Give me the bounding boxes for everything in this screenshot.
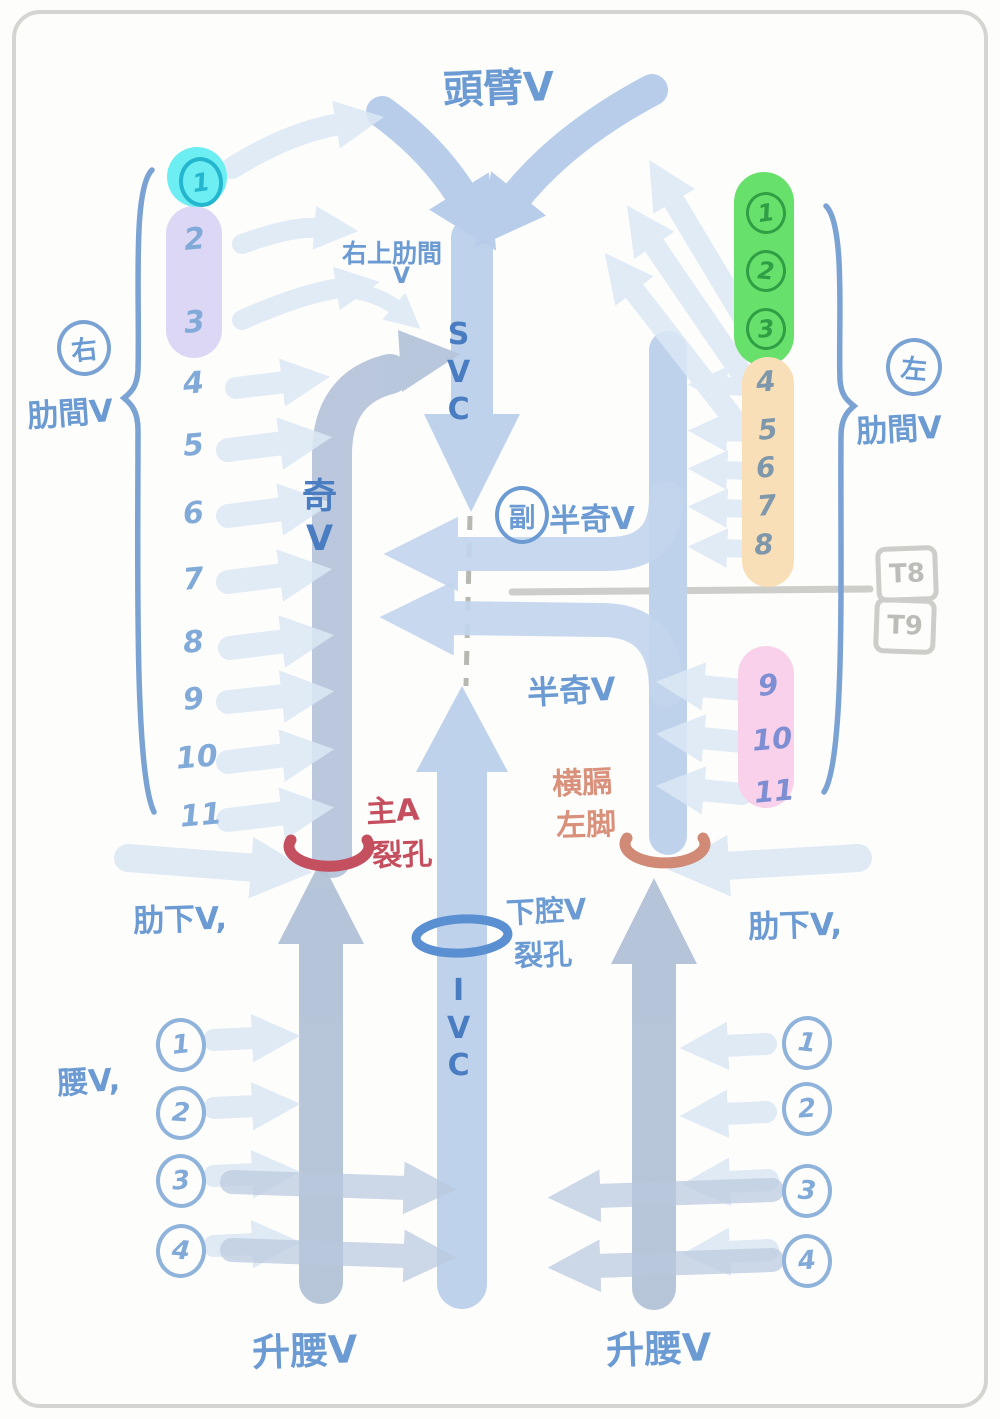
left-intercostal-brace [821, 203, 859, 795]
t9-vertebra-label: T9 [873, 596, 937, 656]
right-intercostal-brace [119, 167, 157, 815]
right-intercostal-number-4: 4 [181, 365, 206, 402]
hemiazygos-label: 半奇V [526, 669, 617, 713]
svc-letter: C [447, 392, 470, 427]
lumbar-arrows-left [203, 1014, 457, 1283]
left-intercostal-number-11: 11 [752, 772, 796, 810]
highlight-pill-orange [742, 357, 794, 587]
right-intercostal-group-label: 肋間V [26, 393, 115, 435]
diaphragm-left-crus-label-line1: 横膈 [551, 764, 614, 803]
ascending-lumbar-left-label: 升腰V [251, 1327, 359, 1375]
caval-hiatus-label-line1: 下腔V [505, 891, 588, 931]
left-intercostal-number-7: 7 [755, 488, 778, 523]
azygos-char: V [305, 519, 334, 559]
left-intercostal-number-10: 10 [750, 720, 794, 758]
t8-vertebra-label: T8 [875, 544, 939, 604]
right-superior-intercostal-v-label: V [393, 264, 411, 289]
right-intercostal-number-2: 2 [182, 221, 207, 258]
ivc-letter: V [447, 1010, 471, 1046]
subcostal-vein-left-label: 肋下V, [132, 900, 228, 940]
caval-hiatus-ring [411, 914, 513, 958]
page-border [12, 10, 988, 1408]
subcostal-arrows [114, 834, 872, 899]
left-intercostal-number-4: 4 [754, 364, 777, 399]
lumbar-arrows-right [547, 1021, 784, 1293]
subcostal-vein-right-label: 肋下V, [747, 906, 843, 946]
caval-hiatus-label-line2: 裂孔 [513, 936, 573, 974]
ivc-vessel [416, 686, 508, 1309]
aortic-hiatus-label-line1: 主A [365, 792, 421, 831]
right-intercostal-arrows [216, 100, 421, 840]
svc-vessel [424, 217, 520, 512]
highlight-circle-cyan [167, 147, 227, 207]
right-intercostal-number-10: 10 [174, 738, 220, 777]
left-intercostal-number-8: 8 [752, 527, 775, 562]
ivc-letter: I [453, 973, 465, 1008]
ascending-lumbar-right-label: 升腰V [605, 1325, 713, 1373]
highlight-pill-green [734, 172, 794, 366]
svc-letter: V [447, 354, 471, 390]
accessory-hemiazygos-label: 半奇V [548, 500, 636, 540]
right-intercostal-number-3: 3 [182, 304, 207, 341]
brachiocephalic-vein-label: 頭臂V [442, 64, 555, 114]
crossing-arrow-accessory-hemiazygos [383, 481, 683, 592]
brachiocephalic-arrows [366, 74, 668, 251]
left-intercostal-number-5: 5 [756, 412, 779, 447]
left-intercostal-group-label: 肋間V [855, 409, 944, 451]
right-intercostal-number-9: 9 [181, 681, 206, 718]
aortic-hiatus-label-line2: 裂孔 [371, 836, 433, 875]
right-intercostal-number-5: 5 [181, 427, 206, 464]
highlight-pill-pink [738, 646, 794, 808]
left-intercostal-number-6: 6 [754, 450, 777, 485]
highlight-pill-purple [166, 206, 222, 358]
right-intercostal-number-6: 6 [181, 495, 206, 532]
azygos-vessel [312, 330, 460, 878]
right-intercostal-number-8: 8 [181, 624, 206, 661]
right-intercostal-number-7: 7 [181, 561, 206, 598]
ivc-letter: C [447, 1048, 470, 1083]
accessory-circled-label: 副 [495, 486, 549, 544]
azygos-vein-label: 奇 V [302, 476, 337, 560]
aortic-hiatus-ring [283, 834, 375, 872]
ivc-label: I V C [447, 972, 470, 1085]
lumbar-veins-label: 腰V, [56, 1061, 122, 1103]
svc-letter: S [447, 317, 470, 352]
left-ascending-lumbar-vessel [278, 860, 364, 1304]
diaphragm-left-crus-label-line2: 左脚 [555, 806, 617, 845]
svc-label: S V C [447, 316, 470, 429]
right-intercostal-number-11: 11 [178, 796, 224, 835]
diaphragm-crus-ring [619, 832, 711, 869]
right-ascending-lumbar-vessel [611, 878, 697, 1310]
right-superior-intercostal-label: 右上肋間 [342, 239, 443, 268]
left-intercostal-number-9: 9 [756, 667, 780, 703]
t8-t9-level-line [508, 585, 874, 596]
azygos-char: 奇 [302, 477, 338, 517]
